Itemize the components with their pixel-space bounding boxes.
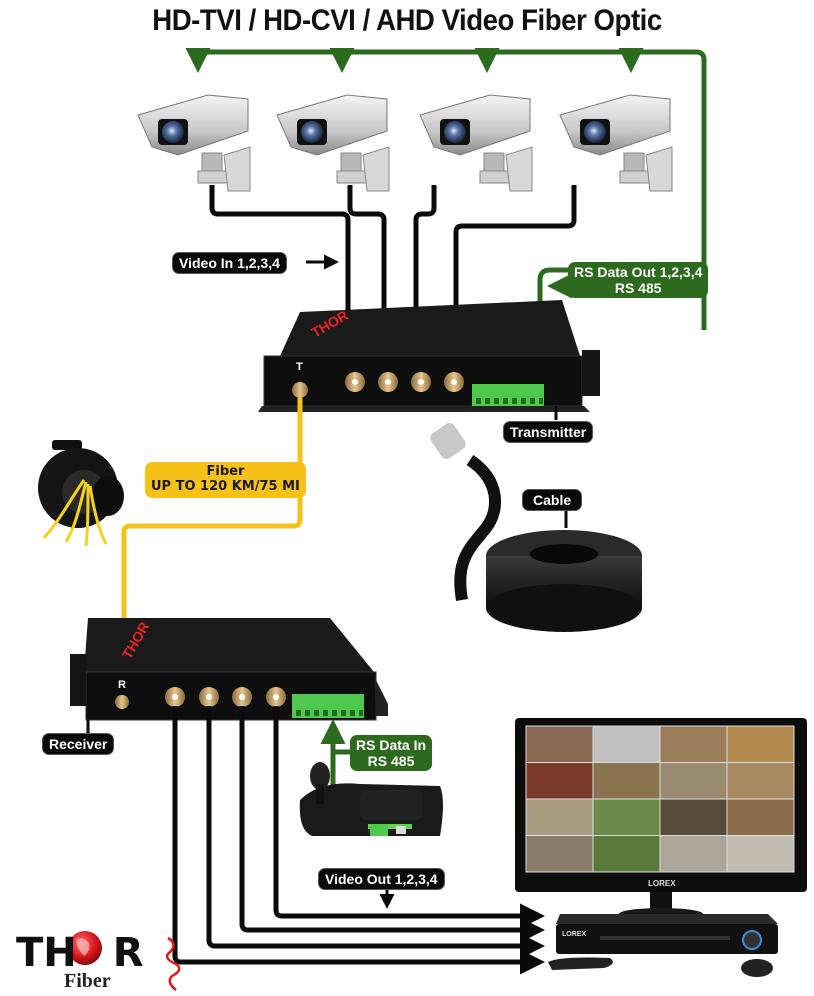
video-in-cables: [209, 185, 577, 380]
coax-cable-icon: [430, 423, 642, 632]
fiber-port-icon: [292, 382, 308, 398]
rs-data-out-label: RS Data Out 1,2,3,4 RS 485: [568, 262, 709, 299]
monitor-icon: LOREX: [515, 718, 807, 920]
signal-wave-icon: [165, 936, 181, 991]
ptz-keyboard-icon: [299, 762, 443, 836]
camera-lens-icon: [584, 121, 606, 143]
fiber-port-icon: [115, 695, 129, 709]
logo-letter: R: [112, 930, 144, 976]
fiber-line: [111, 398, 303, 695]
fiber-label-line1: Fiber: [206, 464, 245, 479]
port-label-t: T: [296, 361, 303, 373]
fiber-reel-icon: [38, 440, 124, 547]
dvr-jog-dial-icon: [742, 930, 762, 950]
receiver-label: Receiver: [42, 733, 115, 756]
rs-data-in-line2: RS 485: [367, 753, 415, 770]
transmitter-device: T THOR: [258, 300, 600, 412]
logo-letter: H: [43, 930, 77, 976]
mouse-icon: [741, 959, 773, 977]
monitor-brand: LOREX: [648, 879, 676, 888]
video-in-label: Video In 1,2,3,4: [172, 252, 287, 275]
rs-data-in-label: RS Data In RS 485: [350, 735, 433, 772]
fiber-label: Fiber UP TO 120 KM/75 MI: [145, 462, 306, 498]
logo-brand-text: THOR: [16, 930, 144, 976]
transmitter-label: Transmitter: [503, 421, 594, 444]
camera-feed-grid: [525, 725, 795, 873]
logo-sub: Fiber: [64, 970, 111, 992]
camera-lens-icon: [162, 121, 184, 143]
remote-control-icon: [548, 957, 613, 970]
receiver-device: R THOR: [70, 618, 388, 721]
camera-lens-icon: [301, 121, 323, 143]
logo-letter: T: [16, 930, 44, 976]
port-label-r: R: [118, 679, 126, 691]
camera-lens-icon: [444, 121, 466, 143]
video-out-label: Video Out 1,2,3,4: [318, 868, 445, 891]
fiber-label-line2: UP TO 120 KM/75 MI: [151, 478, 300, 494]
rs-data-out-line1: RS Data Out 1,2,3,4: [574, 264, 703, 280]
diagram-title: HD-TVI / HD-CVI / AHD Video Fiber Optic: [152, 4, 662, 37]
rs-data-out-line2: RS 485: [614, 280, 662, 297]
thor-logo-icon: [68, 931, 181, 991]
rs-data-in-line1: RS Data In: [356, 737, 427, 753]
dvr-brand: LOREX: [562, 931, 586, 938]
camera-1: [137, 94, 251, 192]
video-out-cables: [172, 706, 545, 975]
camera-2: [276, 94, 390, 192]
logo-brand: THOR: [16, 930, 144, 976]
camera-4: [559, 94, 673, 192]
cable-label: Cable: [522, 489, 583, 512]
dvr-recorder-icon: LOREX: [548, 914, 778, 977]
camera-3: [419, 94, 533, 192]
